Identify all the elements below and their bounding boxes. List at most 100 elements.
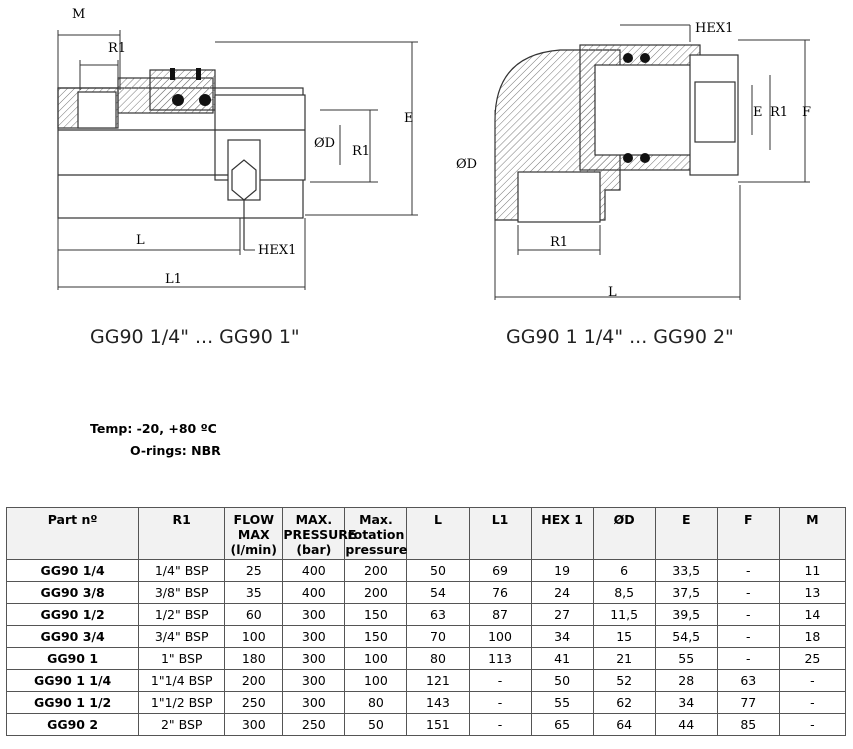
- table-cell: 250: [282, 713, 346, 736]
- right-label-r1-side: R1: [770, 105, 788, 120]
- table-cell: 11: [778, 559, 847, 582]
- table-cell: 200: [344, 581, 408, 604]
- table-cell: 55: [530, 691, 594, 714]
- table-cell: 1/2" BSP: [138, 603, 226, 626]
- table-cell: 100: [224, 625, 284, 648]
- column-header: FLOW MAX (l/min): [224, 507, 284, 560]
- table-cell: -: [778, 713, 847, 736]
- column-header: Part nº: [5, 507, 140, 560]
- part-number-cell: GG90 3/4: [5, 625, 140, 648]
- table-cell: 300: [282, 691, 346, 714]
- table-cell: 39,5: [654, 603, 718, 626]
- left-caption: GG90 1/4" ... GG90 1": [90, 326, 300, 348]
- table-cell: 35: [224, 581, 284, 604]
- table-cell: 100: [468, 625, 532, 648]
- table-cell: 87: [468, 603, 532, 626]
- part-number-cell: GG90 3/8: [5, 581, 140, 604]
- table-cell: -: [716, 625, 780, 648]
- table-cell: 63: [406, 603, 470, 626]
- left-label-r1-top: R1: [108, 41, 126, 56]
- right-label-hex1: HEX1: [695, 21, 733, 36]
- table-cell: 400: [282, 581, 346, 604]
- right-label-l: L: [608, 285, 617, 300]
- part-number-cell: GG90 1: [5, 647, 140, 670]
- column-header: E: [654, 507, 718, 560]
- table-cell: 100: [344, 669, 408, 692]
- table-cell: 400: [282, 559, 346, 582]
- left-label-e: E: [404, 111, 414, 126]
- table-cell: 55: [654, 647, 718, 670]
- left-label-od: ØD: [314, 136, 335, 151]
- table-cell: 13: [778, 581, 847, 604]
- left-label-hex1: HEX1: [258, 243, 296, 258]
- table-cell: 54,5: [654, 625, 718, 648]
- left-label-r1-side: R1: [352, 144, 370, 159]
- table-cell: 200: [344, 559, 408, 582]
- right-label-f: F: [802, 105, 811, 120]
- orings-note: O-rings: NBR: [130, 443, 221, 458]
- table-cell: 15: [592, 625, 656, 648]
- table-cell: 80: [344, 691, 408, 714]
- table-cell: 143: [406, 691, 470, 714]
- table-cell: -: [716, 581, 780, 604]
- table-cell: 27: [530, 603, 594, 626]
- part-number-cell: GG90 1/2: [5, 603, 140, 626]
- right-caption: GG90 1 1/4" ... GG90 2": [506, 326, 734, 348]
- column-header: M: [778, 507, 847, 560]
- column-header: HEX 1: [530, 507, 594, 560]
- column-header: ØD: [592, 507, 656, 560]
- table-cell: 60: [224, 603, 284, 626]
- table-cell: 6: [592, 559, 656, 582]
- table-cell: 80: [406, 647, 470, 670]
- table-cell: 41: [530, 647, 594, 670]
- table-cell: 25: [778, 647, 847, 670]
- table-cell: 50: [344, 713, 408, 736]
- table-cell: -: [716, 559, 780, 582]
- table-cell: -: [716, 603, 780, 626]
- table-cell: 150: [344, 625, 408, 648]
- table-cell: 300: [282, 669, 346, 692]
- table-cell: 100: [344, 647, 408, 670]
- table-cell: -: [468, 713, 532, 736]
- table-cell: 62: [592, 691, 656, 714]
- column-header: L1: [468, 507, 532, 560]
- left-label-l: L: [136, 233, 145, 248]
- table-cell: 121: [406, 669, 470, 692]
- table-cell: 64: [592, 713, 656, 736]
- column-header: Max. rotation pressure: [344, 507, 408, 560]
- table-cell: 1" BSP: [138, 647, 226, 670]
- table-cell: 250: [224, 691, 284, 714]
- table-cell: 44: [654, 713, 718, 736]
- table-cell: 8,5: [592, 581, 656, 604]
- table-cell: -: [778, 669, 847, 692]
- table-cell: 113: [468, 647, 532, 670]
- column-header: F: [716, 507, 780, 560]
- table-cell: 34: [530, 625, 594, 648]
- part-number-cell: GG90 2: [5, 713, 140, 736]
- right-elbow-body: [494, 44, 739, 223]
- table-cell: 19: [530, 559, 594, 582]
- table-cell: -: [778, 691, 847, 714]
- table-cell: 300: [282, 647, 346, 670]
- part-number-cell: GG90 1/4: [5, 559, 140, 582]
- table-cell: 200: [224, 669, 284, 692]
- part-number-cell: GG90 1 1/2: [5, 691, 140, 714]
- table-cell: -: [468, 691, 532, 714]
- table-cell: 65: [530, 713, 594, 736]
- table-cell: 50: [406, 559, 470, 582]
- table-cell: 1/4" BSP: [138, 559, 226, 582]
- right-label-e: E: [753, 105, 763, 120]
- table-cell: 300: [224, 713, 284, 736]
- table-cell: 77: [716, 691, 780, 714]
- table-cell: 3/4" BSP: [138, 625, 226, 648]
- column-header: R1: [138, 507, 226, 560]
- table-cell: 24: [530, 581, 594, 604]
